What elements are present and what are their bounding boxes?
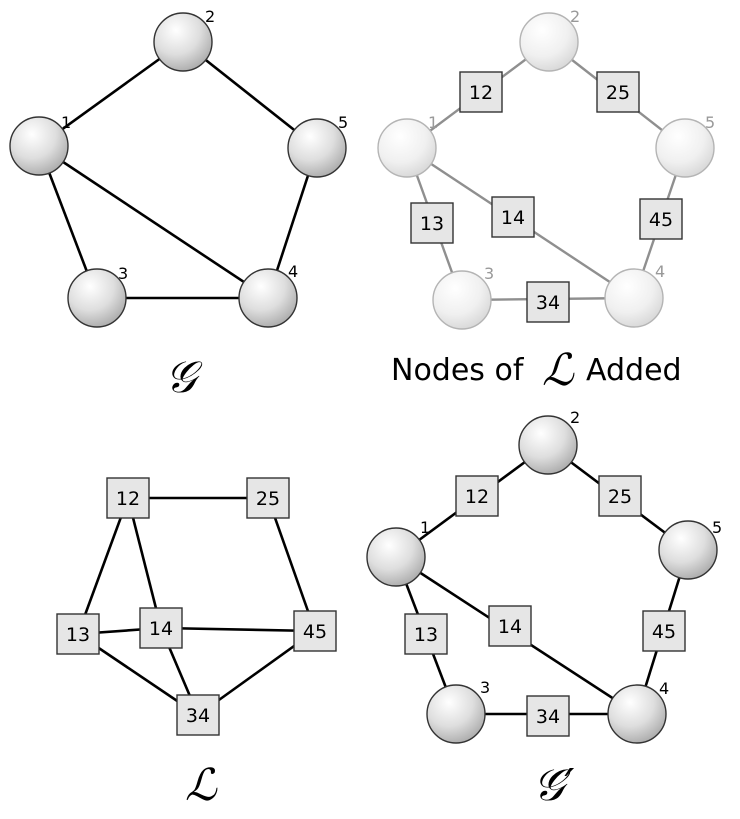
node-label-2: 2 — [205, 7, 215, 26]
panel-line-graph-l: 12 25 13 14 45 34 ℒ — [56, 477, 337, 811]
caption-added-suffix: Added — [586, 353, 682, 388]
panel-graph-g-prime: 1 2 3 4 5 12 25 13 14 45 34 𝒢′ — [366, 408, 722, 811]
panel-graph-g: 1 2 3 4 5 𝒢 — [9, 7, 348, 403]
node-label-1: 1 — [61, 113, 71, 132]
faded-node-label-5: 5 — [705, 113, 715, 132]
faded-node-label-4: 4 — [655, 262, 665, 281]
added-box-34: 34 — [526, 281, 570, 323]
caption-l: ℒ — [185, 760, 218, 811]
l-node-12: 12 — [106, 477, 150, 519]
gp-box-25: 25 — [598, 475, 642, 517]
gp-box-12: 12 — [455, 475, 499, 517]
added-box-13: 13 — [410, 202, 454, 244]
added-box-label-13: 13 — [420, 213, 444, 235]
l-node-25: 25 — [246, 477, 290, 519]
gp-box-label-45: 45 — [652, 621, 676, 643]
gp-node-5 — [658, 520, 718, 580]
l-node-label-14: 14 — [149, 618, 173, 640]
gp-node-label-5: 5 — [712, 518, 722, 537]
node-5 — [287, 118, 347, 178]
panel-nodes-added: 1 2 3 4 5 12 25 13 14 45 34 Nodes of — [377, 7, 715, 396]
added-box-label-45: 45 — [649, 209, 673, 231]
gp-box-label-25: 25 — [608, 486, 632, 508]
added-box-label-25: 25 — [606, 82, 630, 104]
gp-node-label-4: 4 — [659, 679, 669, 698]
l-node-34: 34 — [176, 694, 220, 736]
gp-box-label-12: 12 — [465, 486, 489, 508]
faded-node-2 — [519, 12, 579, 72]
added-box-14: 14 — [491, 196, 535, 238]
node-1 — [9, 116, 69, 176]
gp-box-45: 45 — [642, 610, 686, 652]
faded-node-label-1: 1 — [428, 113, 438, 132]
caption-g: 𝒢 — [165, 352, 203, 403]
gp-box-label-14: 14 — [498, 616, 522, 638]
gp-node-3 — [426, 684, 486, 744]
gp-box-13: 13 — [404, 613, 448, 655]
faded-node-label-2: 2 — [570, 7, 580, 26]
node-3 — [67, 268, 127, 328]
caption-g-prime: 𝒢′ — [533, 760, 574, 811]
faded-node-3 — [432, 270, 492, 330]
gp-node-4 — [607, 684, 667, 744]
faded-node-1 — [377, 118, 437, 178]
l-node-label-34: 34 — [186, 705, 210, 727]
node-label-5: 5 — [338, 113, 348, 132]
added-box-label-34: 34 — [536, 292, 560, 314]
node-label-4: 4 — [288, 262, 298, 281]
l-node-13: 13 — [56, 613, 100, 655]
added-box-label-14: 14 — [501, 207, 525, 229]
edge-1-4 — [38, 144, 269, 300]
node-4 — [238, 268, 298, 328]
added-box-25: 25 — [596, 71, 640, 113]
l-node-label-45: 45 — [303, 621, 327, 643]
l-node-label-25: 25 — [256, 488, 280, 510]
l-edge-12-13 — [76, 497, 130, 635]
gp-box-34: 34 — [526, 695, 570, 737]
caption-added-symbol: ℒ — [542, 345, 575, 396]
faded-node-5 — [655, 118, 715, 178]
l-node-45: 45 — [293, 610, 337, 652]
gp-node-1 — [366, 527, 426, 587]
gp-node-label-1: 1 — [420, 518, 430, 537]
l-edge-25-45 — [266, 497, 317, 632]
l-edge-14-45 — [160, 626, 316, 633]
added-box-12: 12 — [459, 71, 503, 113]
l-node-label-13: 13 — [66, 624, 90, 646]
l-node-label-12: 12 — [116, 488, 140, 510]
node-label-3: 3 — [118, 264, 128, 283]
gp-node-label-3: 3 — [480, 678, 490, 697]
added-box-label-12: 12 — [469, 82, 493, 104]
gp-box-label-13: 13 — [414, 624, 438, 646]
l-node-14: 14 — [139, 607, 183, 649]
gp-node-2 — [518, 415, 578, 475]
node-2 — [153, 12, 213, 72]
caption-added-prefix: Nodes of — [391, 353, 525, 388]
added-box-45: 45 — [639, 198, 683, 240]
l-edge-12-14 — [126, 497, 163, 629]
gp-node-label-2: 2 — [570, 408, 580, 427]
gp-box-label-34: 34 — [536, 706, 560, 728]
faded-node-label-3: 3 — [484, 264, 494, 283]
faded-node-4 — [604, 268, 664, 328]
gp-box-14: 14 — [488, 605, 532, 647]
